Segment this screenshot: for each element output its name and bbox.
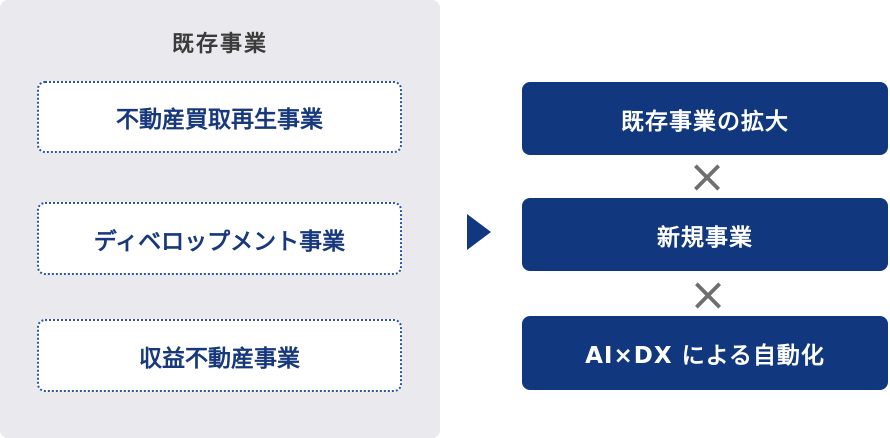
strategy-box-1: 既存事業の拡大 (522, 82, 888, 155)
existing-business-item-3-label: 収益不動産事業 (139, 345, 300, 372)
existing-business-item-1: 不動産買取再生事業 (37, 81, 402, 153)
existing-business-item-3: 収益不動産事業 (37, 319, 402, 392)
strategy-box-2-label: 新規事業 (657, 224, 753, 251)
existing-business-item-2-label: ディベロップメント事業 (93, 228, 346, 255)
arrow-right-icon (467, 214, 491, 250)
existing-business-panel: 既存事業 不動産買取再生事業 ディベロップメント事業 収益不動産事業 (0, 0, 440, 438)
strategy-box-1-label: 既存事業の拡大 (621, 108, 789, 135)
existing-business-item-1-label: 不動産買取再生事業 (116, 107, 323, 133)
strategy-box-3-label: AI×DX による自動化 (585, 343, 825, 369)
strategy-box-3: AI×DX による自動化 (522, 316, 888, 390)
strategy-box-2: 新規事業 (522, 198, 888, 271)
multiply-icon: × (688, 267, 728, 321)
panel-title: 既存事業 (171, 32, 268, 57)
existing-business-item-2: ディベロップメント事業 (37, 202, 402, 275)
multiply-icon: × (687, 149, 727, 203)
